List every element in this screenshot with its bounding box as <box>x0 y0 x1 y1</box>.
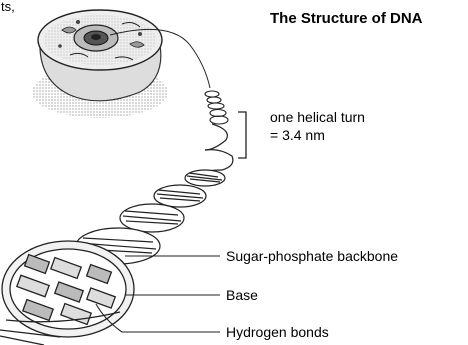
cell-illustration <box>32 10 168 118</box>
dna-base-pair-section <box>0 241 134 345</box>
helical-turn-bracket <box>238 112 246 158</box>
dna-coils-small <box>205 91 228 124</box>
dna-helix <box>76 124 233 264</box>
